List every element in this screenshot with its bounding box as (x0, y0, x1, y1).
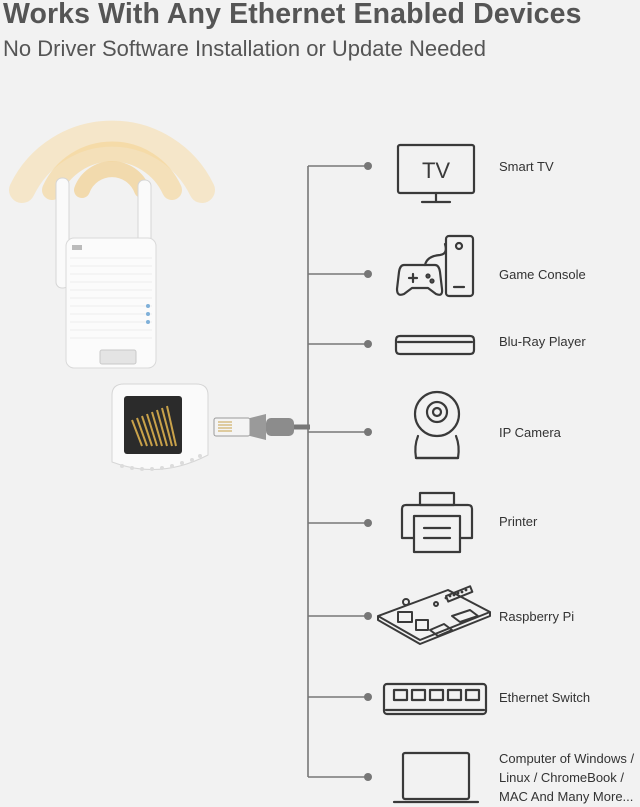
page-subtitle: No Driver Software Installation or Updat… (3, 36, 487, 61)
device-label-game-console: Game Console (499, 267, 586, 282)
connection-dots (364, 162, 372, 781)
device-label-blu-ray-player: Blu-Ray Player (499, 334, 586, 349)
ethernet-cable-plug-icon (213, 414, 310, 440)
device-label-computer: Computer of Windows / Linux / ChromeBook… (499, 751, 635, 804)
raspberry-pi-icon (377, 585, 491, 645)
laptop-icon (392, 751, 480, 804)
page-title: Works With Any Ethernet Enabled Devices (3, 0, 582, 30)
ethernet-switch-icon (382, 682, 488, 716)
device-label-raspberry-pi: Raspberry Pi (499, 609, 575, 624)
device-label-ip-camera: IP Camera (499, 425, 561, 440)
device-label-printer: Printer (499, 514, 538, 529)
wifi-waves-icon (9, 120, 215, 203)
tv-screen-text: TV (422, 158, 450, 183)
ethernet-port-closeup (111, 383, 209, 471)
range-extender-device (55, 177, 157, 369)
connection-tree (307, 165, 368, 778)
device-label-smart-tv: Smart TV (499, 159, 554, 174)
tv-icon (396, 143, 476, 204)
blu-ray-player-icon (394, 334, 476, 356)
game-console-icon (395, 234, 475, 298)
device-label-ethernet-switch: Ethernet Switch (499, 690, 591, 705)
ip-camera-icon (413, 390, 461, 460)
printer-icon (400, 491, 474, 554)
